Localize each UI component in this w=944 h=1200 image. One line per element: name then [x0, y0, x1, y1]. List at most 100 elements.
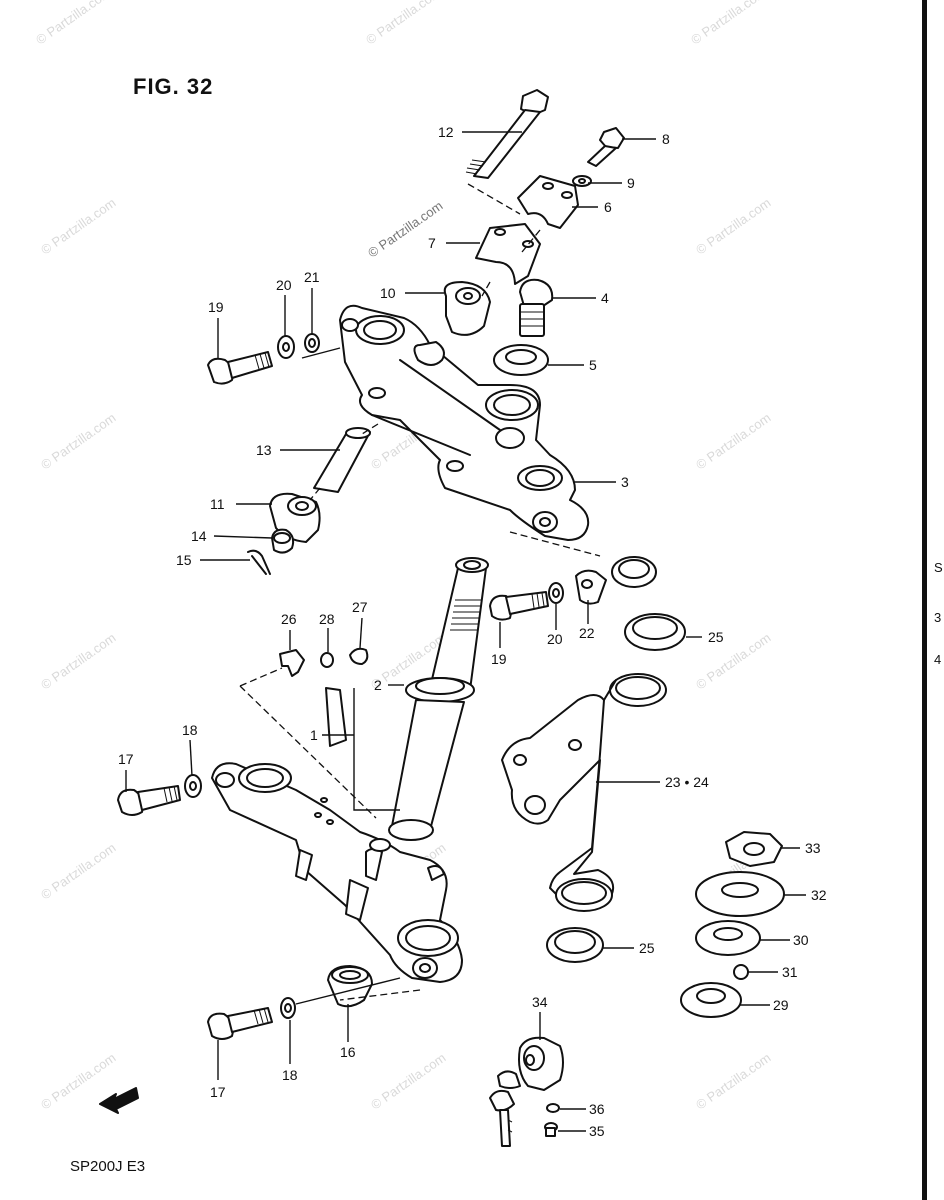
page-edge	[922, 0, 927, 1200]
callout-35: 35	[589, 1123, 605, 1139]
grommet-25-lower	[546, 927, 604, 963]
callout-12: 12	[438, 124, 454, 140]
meter-bracket-23-24	[501, 673, 667, 912]
callout-25: 25	[708, 629, 724, 645]
figure-title: FIG. 32	[133, 74, 214, 99]
callout-16: 16	[340, 1044, 356, 1060]
ball-31	[733, 964, 749, 980]
clamp-6	[517, 175, 579, 229]
callout-32: 32	[811, 887, 827, 903]
grommet-25-upper-a	[611, 556, 657, 588]
callout-18: 18	[182, 722, 198, 738]
grommet-25-upper-b	[624, 613, 686, 651]
watermark: © Partzilla.com	[365, 198, 445, 261]
bolt-19-upper	[207, 351, 273, 385]
watermark: © Partzilla.com	[38, 630, 118, 693]
callout-3: 3	[621, 474, 629, 490]
callout-18: 18	[282, 1067, 298, 1083]
callout-25: 25	[639, 940, 655, 956]
washer-21	[304, 333, 320, 353]
callout-19: 19	[208, 299, 224, 315]
edge-mark-2: 3	[934, 610, 942, 625]
clip-28	[320, 652, 334, 668]
callout-1: 1	[310, 727, 318, 743]
callout-17: 17	[210, 1084, 226, 1100]
callout-7: 7	[428, 235, 436, 251]
race-29	[680, 982, 742, 1018]
callout-26: 26	[281, 611, 297, 627]
callout-29: 29	[773, 997, 789, 1013]
leader-lines	[125, 131, 806, 1132]
callout-14: 14	[191, 528, 207, 544]
watermark: © Partzilla.com	[693, 1050, 773, 1113]
callout-11: 11	[210, 496, 225, 512]
washer-30	[695, 920, 761, 956]
callout-15: 15	[176, 552, 192, 568]
holder-10	[443, 281, 491, 336]
callout-28: 28	[319, 611, 335, 627]
bolt-8	[587, 127, 625, 167]
watermark: © Partzilla.com	[38, 840, 118, 903]
bolt-17-upper	[117, 785, 181, 816]
bolt-4	[519, 278, 554, 337]
callout-5: 5	[589, 357, 597, 373]
washer-5	[493, 344, 549, 376]
washer-20-upper	[277, 335, 295, 359]
cotter-pin-15	[247, 549, 271, 575]
washer-18-upper	[184, 774, 202, 798]
washer-36	[546, 1103, 560, 1113]
callout-20: 20	[276, 277, 292, 293]
bolt-19-lower	[489, 591, 549, 621]
watermark: © Partzilla.com	[368, 1050, 448, 1113]
reference-lines	[239, 183, 601, 1001]
edge-mark-3: 4	[934, 652, 942, 667]
watermark: © Partzilla.com	[693, 630, 773, 693]
watermark: © Partzilla.com	[38, 195, 118, 258]
callout-36: 36	[589, 1101, 605, 1117]
tube-13	[313, 427, 371, 493]
watermark: © Partzilla.com	[693, 410, 773, 473]
nut-33	[725, 831, 783, 867]
ignition-switch-34	[489, 1036, 564, 1147]
callout-17: 17	[118, 751, 134, 767]
bushing-14	[271, 528, 295, 554]
washer-20-lower	[548, 582, 564, 604]
watermark: © Partzilla.com	[688, 0, 768, 47]
callouts: 12 8 9 6 7 10 4 19 20 21 5 13 3 11 14 15…	[118, 124, 827, 1139]
callout-31: 31	[782, 964, 798, 980]
clip-27	[349, 647, 369, 665]
callout-2: 2	[374, 677, 382, 693]
bearing-16	[327, 965, 373, 1008]
watermark: © Partzilla.com	[693, 195, 773, 258]
callout-23-24: 23 • 24	[665, 774, 709, 790]
watermark: © Partzilla.com	[38, 410, 118, 473]
callout-22: 22	[579, 625, 595, 641]
washer-9	[572, 175, 592, 187]
watermark: © Partzilla.com	[33, 0, 113, 47]
model-code: SP200J E3	[70, 1158, 146, 1175]
callout-8: 8	[662, 131, 670, 147]
callout-13: 13	[256, 442, 272, 458]
callout-21: 21	[304, 269, 320, 285]
callout-4: 4	[601, 290, 609, 306]
callout-30: 30	[793, 932, 809, 948]
clamp-26	[279, 649, 305, 677]
bolt-12	[465, 89, 549, 179]
front-arrow-icon	[99, 1087, 139, 1114]
callout-10: 10	[380, 285, 396, 301]
washer-32	[695, 871, 785, 917]
callout-19: 19	[491, 651, 507, 667]
washer-18-lower	[280, 997, 296, 1019]
steering-stem-2	[388, 557, 489, 841]
clamp-7	[475, 223, 541, 285]
callout-27: 27	[352, 599, 368, 615]
upper-bracket-3	[339, 304, 590, 541]
bolt-17-lower	[207, 1007, 273, 1040]
stopper-22	[575, 569, 607, 605]
screw-35	[544, 1122, 558, 1137]
callout-6: 6	[604, 199, 612, 215]
callout-20: 20	[547, 631, 563, 647]
callout-34: 34	[532, 994, 548, 1010]
